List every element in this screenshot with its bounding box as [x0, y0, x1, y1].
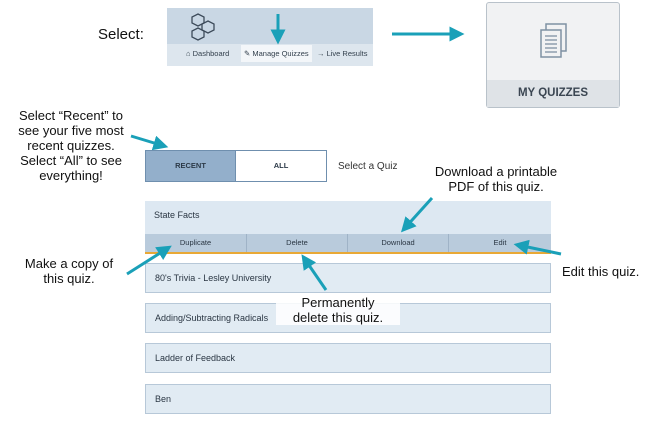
- logo-hexagons-icon: [191, 13, 215, 41]
- arrow-to-edit: [513, 239, 562, 256]
- edit-hint: Edit this quiz.: [562, 264, 640, 279]
- hint-line: PDF of this quiz.: [448, 179, 544, 194]
- download-button[interactable]: Download: [348, 234, 449, 252]
- hint-line: Permanently: [301, 295, 375, 310]
- quiz-row[interactable]: Ben: [145, 384, 551, 414]
- arrow-to-download: [400, 196, 434, 233]
- arrow-to-duplicate: [126, 245, 172, 276]
- copy-hint: Make a copy of this quiz.: [12, 256, 126, 286]
- nav-manage-label: Manage Quizzes: [252, 49, 309, 58]
- hint-line: Download a printable: [434, 164, 558, 179]
- hint-line: Make a copy of: [24, 256, 114, 271]
- hint-line: recent quizzes.: [27, 138, 115, 153]
- delete-button[interactable]: Delete: [247, 234, 348, 252]
- hint-line: Select “Recent” to: [18, 108, 124, 123]
- hint-line: see your five most: [18, 123, 124, 138]
- hint-line: delete this quiz.: [292, 310, 384, 325]
- hint-line: Select “All” to see: [20, 153, 122, 168]
- quiz-row-expanded[interactable]: State Facts: [145, 201, 551, 234]
- hint-line: everything!: [39, 168, 103, 183]
- arrow-to-recent: [130, 134, 169, 151]
- recent-hint: Select “Recent” to see your five most re…: [4, 108, 138, 183]
- nav-manage-quizzes[interactable]: ✎ Manage Quizzes: [241, 45, 312, 62]
- nav-live-results[interactable]: → Live Results: [317, 49, 367, 58]
- select-quiz-hint: Select a Quiz: [338, 161, 398, 172]
- select-label: Select:: [98, 26, 144, 43]
- my-quizzes-label: MY QUIZZES: [487, 80, 619, 107]
- toggle-all[interactable]: ALL: [236, 150, 327, 182]
- wrench-icon: ✎: [244, 49, 251, 58]
- nav-live-label: Live Results: [326, 49, 368, 58]
- nav-dashboard-label: Dashboard: [192, 49, 230, 58]
- delete-hint: Permanently delete this quiz.: [276, 295, 400, 325]
- home-icon: ⌂: [186, 49, 191, 58]
- quiz-row[interactable]: Ladder of Feedback: [145, 343, 551, 373]
- selected-underline: [145, 252, 551, 254]
- edit-button[interactable]: Edit: [493, 238, 507, 247]
- hint-line: this quiz.: [43, 271, 95, 286]
- duplicate-button[interactable]: Duplicate: [145, 234, 247, 252]
- quiz-row[interactable]: Adding/Subtracting Radicals: [145, 303, 551, 333]
- documents-icon: [540, 23, 567, 58]
- quiz-row[interactable]: 80's Trivia - Lesley University: [145, 263, 551, 293]
- arrow-icon: →: [317, 49, 325, 58]
- nav-dashboard[interactable]: ⌂ Dashboard: [186, 49, 229, 58]
- download-hint: Download a printable PDF of this quiz.: [418, 164, 574, 194]
- toggle-recent[interactable]: RECENT: [145, 150, 236, 182]
- arrow-to-delete: [301, 254, 328, 291]
